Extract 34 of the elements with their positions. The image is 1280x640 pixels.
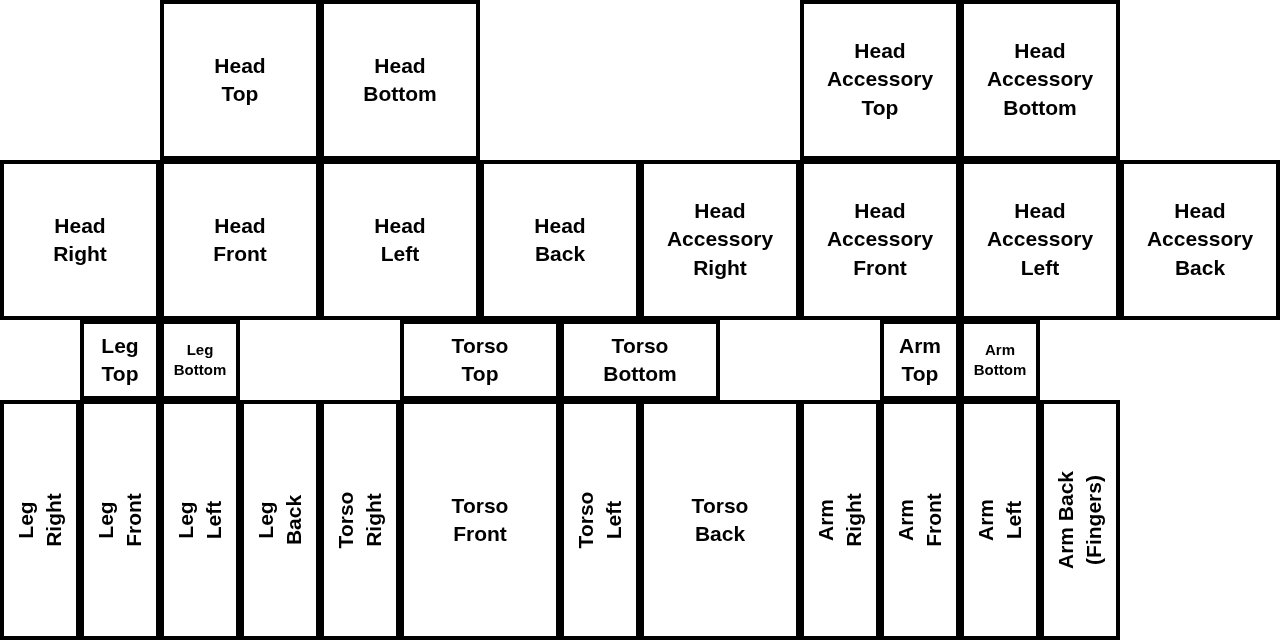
texture-face-box [0,160,160,320]
face-label: Arm Left [972,499,1026,541]
face-label: Head Left [374,212,426,267]
face-label: Torso Back [691,492,749,547]
face-label: Head Accessory Left [986,198,1094,282]
face-label: Torso Bottom [603,332,677,387]
face-label: Head Top [214,52,266,107]
face-label: Torso Right [332,491,386,549]
face-label: Leg Front [92,493,146,547]
face-label: Head Accessory Bottom [986,38,1094,122]
face-label: Head Front [213,212,267,267]
texture-face-box [1120,160,1280,320]
face-label: Torso Left [572,491,626,549]
face-label: Head Accessory Front [826,198,934,282]
face-label: Arm Top [899,332,941,387]
face-label: Head Back [534,212,586,267]
face-label: Head Accessory Right [666,198,774,282]
face-label: Head Right [53,212,107,267]
face-label: Leg Back [252,494,306,546]
face-label: Arm Back (Fingers) [1052,469,1106,572]
face-label: Arm Right [812,493,866,547]
face-label: Leg Left [172,500,226,540]
texture-face-box [1040,400,1120,640]
texture-face-box [0,400,80,640]
face-label: Torso Top [451,332,509,387]
face-label: Leg Top [101,332,139,387]
face-label: Arm Bottom [973,339,1027,380]
face-label: Leg Bottom [173,339,227,380]
face-label: Head Accessory Top [826,38,934,122]
face-label: Leg Right [12,493,66,547]
face-label: Head Accessory Back [1146,198,1254,282]
face-label: Torso Front [451,492,509,547]
face-label: Arm Front [892,493,946,547]
face-label: Head Bottom [363,52,437,107]
